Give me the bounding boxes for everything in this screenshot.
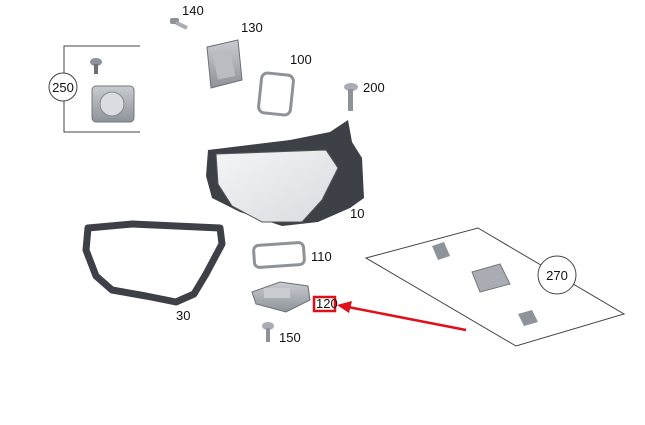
- label-140: 140: [182, 3, 204, 18]
- label-100: 100: [290, 52, 312, 67]
- highlight-box-120: [312, 295, 337, 313]
- label-120: 120: [316, 296, 338, 311]
- label-250: 250: [52, 80, 74, 95]
- part-200-screw[interactable]: [344, 83, 358, 111]
- part-30-frame[interactable]: [82, 220, 226, 306]
- part-140-screw[interactable]: [170, 18, 188, 30]
- part-10-headlamp[interactable]: [206, 120, 364, 226]
- part-100-gasket[interactable]: [257, 71, 295, 117]
- part-250-group[interactable]: [48, 45, 140, 133]
- label-150: 150: [279, 330, 301, 345]
- part-270-group[interactable]: [364, 227, 626, 347]
- part-130-plate[interactable]: [206, 39, 243, 89]
- label-270: 270: [546, 268, 568, 283]
- part-120-module[interactable]: [251, 281, 311, 313]
- label-200: 200: [363, 80, 385, 95]
- label-130: 130: [241, 20, 263, 35]
- label-110: 110: [311, 249, 332, 264]
- part-110-seal[interactable]: [252, 241, 306, 269]
- part-150-screw[interactable]: [262, 322, 274, 342]
- label-30: 30: [176, 308, 190, 323]
- label-10: 10: [350, 206, 364, 221]
- red-arrow-icon: [337, 301, 467, 332]
